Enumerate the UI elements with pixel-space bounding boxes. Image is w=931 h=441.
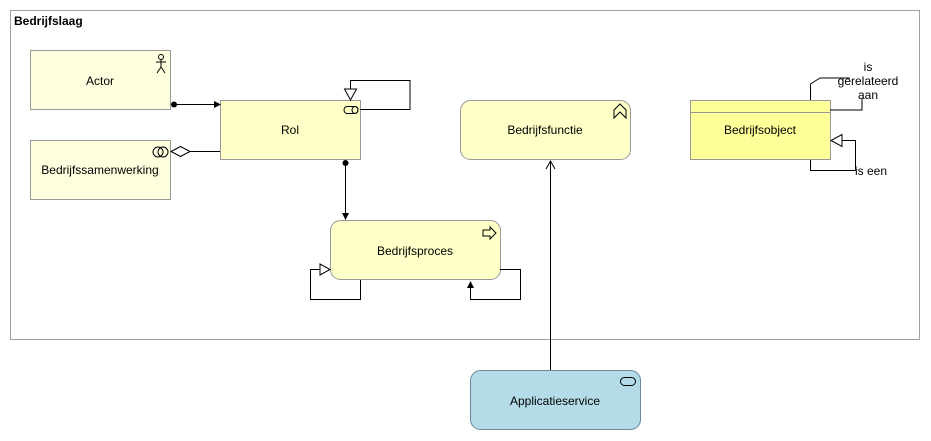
relation-proces-self-left[interactable]	[310, 263, 361, 300]
bedrijfsfunctie-label: Bedrijfsfunctie	[507, 123, 583, 137]
bedrijfsproces-label: Bedrijfsproces	[377, 244, 453, 258]
actor-label: Actor	[86, 74, 114, 88]
element-bedrijfssamenwerking[interactable]: Bedrijfssamenwerking	[30, 140, 171, 200]
element-bedrijfsproces[interactable]: Bedrijfsproces	[330, 220, 501, 280]
related-label-line3: aan	[858, 88, 878, 102]
element-applicatieservice[interactable]: Applicatieservice	[470, 370, 641, 430]
process-arrow-icon	[482, 225, 497, 241]
relation-rol-proces[interactable]	[342, 160, 349, 220]
applicatieservice-label: Applicatieservice	[510, 394, 600, 408]
element-bedrijfsobject[interactable]: Bedrijfsobject	[690, 100, 831, 160]
relation-rol-self[interactable]	[343, 80, 411, 110]
group-title: Bedrijfslaag	[14, 14, 83, 28]
rol-label: Rol	[281, 123, 299, 137]
element-actor[interactable]: Actor	[30, 50, 171, 110]
bedrijfssamenwerking-label: Bedrijfssamenwerking	[41, 163, 158, 177]
collaboration-icon	[152, 146, 169, 158]
relation-object-specialization[interactable]	[810, 133, 856, 171]
actor-icon	[156, 54, 166, 74]
role-icon	[343, 106, 359, 114]
relation-object-association[interactable]	[810, 77, 863, 111]
related-label-line2: gerelateerd	[838, 74, 899, 88]
bedrijfsobject-label: Bedrijfsobject	[724, 123, 797, 137]
element-rol[interactable]: Rol	[220, 100, 361, 160]
relation-service-functie[interactable]	[545, 159, 556, 370]
relation-samenwerking-rol[interactable]	[169, 145, 220, 158]
relation-proces-self-right[interactable]	[467, 269, 521, 300]
service-icon	[620, 377, 636, 386]
function-chevron-icon	[613, 103, 627, 120]
related-label-line1: is	[864, 60, 873, 74]
specialization-label: is een	[855, 164, 887, 178]
element-bedrijfsfunctie[interactable]: Bedrijfsfunctie	[460, 100, 631, 160]
relation-actor-rol[interactable]	[171, 101, 221, 108]
